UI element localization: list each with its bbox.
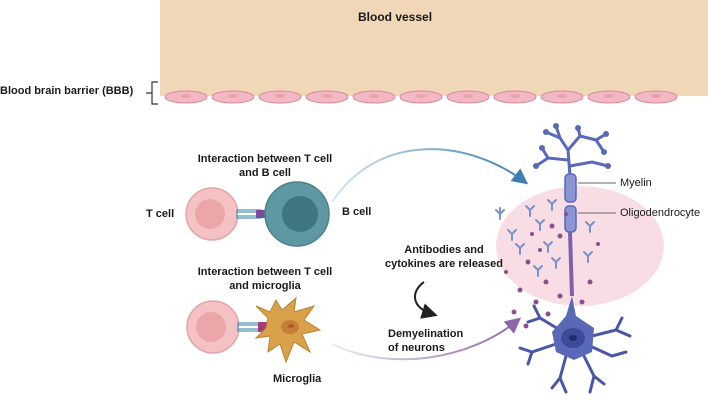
blood-vessel [160, 0, 708, 96]
endothelial-cell [211, 90, 255, 104]
tm-interaction-label: Interaction between T cell and microglia [197, 266, 333, 292]
endothelial-cells [164, 90, 678, 104]
cytokines [504, 212, 600, 329]
microglia-label: Microglia [273, 373, 322, 385]
tb-interaction-label: Interaction between T cell and B cell [197, 153, 333, 179]
bbb-label: Blood brain barrier (BBB) [0, 85, 134, 97]
endothelial-cell [305, 90, 349, 104]
myelin-segment [564, 173, 577, 203]
microglia-cell [254, 296, 322, 364]
demyelination-label: Demyelination of neurons [388, 328, 464, 354]
antibodies [495, 199, 595, 277]
arrow-to-lesion-bottom [331, 317, 522, 361]
t-cell-label: T cell [146, 208, 175, 220]
b-cell-label: B cell [342, 206, 372, 218]
endothelial-cell [399, 90, 443, 104]
endothelial-cell [540, 90, 584, 104]
arrow-release-to-demyelination [414, 281, 438, 319]
t-cell-top [185, 187, 239, 241]
myelin-segment [564, 205, 577, 233]
antibodies-label: Antibodies and cytokines are released [384, 244, 504, 270]
receptor-complex-bottom [237, 322, 268, 332]
blood-vessel-label: Blood vessel [358, 10, 433, 24]
arrow-to-lesion-top [331, 148, 529, 203]
oligodendrocyte-label: Oligodendrocyte [620, 207, 701, 219]
t-cell-bottom [186, 300, 240, 354]
endothelial-cell [446, 90, 490, 104]
endothelial-cell [352, 90, 396, 104]
receptor-complex-top [236, 209, 265, 219]
endothelial-cell [493, 90, 537, 104]
endothelial-cell [258, 90, 302, 104]
bbb-bracket [146, 81, 158, 105]
endothelial-cell [164, 90, 208, 104]
neuron [518, 123, 632, 394]
endothelial-cell [587, 90, 631, 104]
endothelial-cell [634, 90, 678, 104]
myelin-label: Myelin [620, 177, 652, 189]
b-cell [264, 181, 330, 247]
